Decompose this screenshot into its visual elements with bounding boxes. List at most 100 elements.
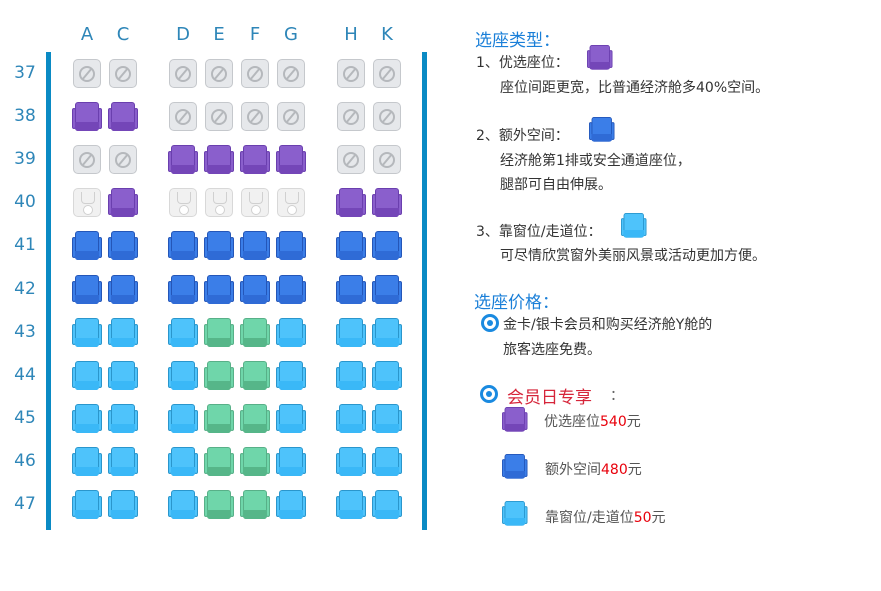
price-item-preferred: 优选座位540元 xyxy=(544,414,641,430)
blocked-icon xyxy=(211,109,227,126)
seat-43G-cyan[interactable] xyxy=(276,317,306,349)
seat-37K-blocked xyxy=(372,59,402,90)
seat-42H-blue[interactable] xyxy=(336,274,366,306)
seat-45E-green[interactable] xyxy=(204,403,234,435)
seat-44F-green[interactable] xyxy=(240,360,270,392)
seat-42A-blue[interactable] xyxy=(72,274,102,306)
seat-47C-cyan[interactable] xyxy=(108,490,138,521)
seat-44K-cyan[interactable] xyxy=(372,360,402,392)
seat-46A-cyan[interactable] xyxy=(72,446,102,478)
seat-41C-blue[interactable] xyxy=(108,231,138,262)
seat-43F-green[interactable] xyxy=(240,317,270,349)
seat-46C-cyan[interactable] xyxy=(108,446,138,478)
seat-46D-cyan[interactable] xyxy=(168,446,198,478)
seat-41F-blue[interactable] xyxy=(240,231,270,262)
seat-47D-cyan[interactable] xyxy=(168,490,198,521)
seat-44H-cyan[interactable] xyxy=(336,360,366,392)
seat-43A-cyan[interactable] xyxy=(72,317,102,349)
seat-41D-blue[interactable] xyxy=(168,231,198,262)
seat-40A-occupied xyxy=(72,188,102,219)
seat-46E-green[interactable] xyxy=(204,446,234,478)
seat-47G-cyan[interactable] xyxy=(276,490,306,521)
seat-40E-occupied xyxy=(204,188,234,219)
seat-45A-cyan[interactable] xyxy=(72,403,102,435)
blocked-icon xyxy=(115,66,131,82)
seat-45F-green[interactable] xyxy=(240,403,270,435)
column-label-A: A xyxy=(80,24,94,45)
seat-37F-blocked xyxy=(240,59,270,90)
legend-item2-label: 2、额外空间： xyxy=(476,128,569,144)
seat-42F-blue[interactable] xyxy=(240,274,270,306)
blocked-icon xyxy=(115,152,131,169)
seat-43C-cyan[interactable] xyxy=(108,317,138,349)
seat-39F-purple[interactable] xyxy=(240,145,270,176)
seat-41K-blue[interactable] xyxy=(372,231,402,262)
seat-45G-cyan[interactable] xyxy=(276,403,306,435)
seat-38F-blocked xyxy=(240,102,270,133)
blocked-icon xyxy=(175,109,191,126)
seat-43D-cyan[interactable] xyxy=(168,317,198,349)
seat-41H-blue[interactable] xyxy=(336,231,366,262)
seat-43E-green[interactable] xyxy=(204,317,234,349)
seat-47A-cyan[interactable] xyxy=(72,490,102,521)
seat-46F-green[interactable] xyxy=(240,446,270,478)
blocked-icon xyxy=(247,66,263,82)
legend-item3-desc: 可尽情欣赏窗外美丽风景或活动更加方便。 xyxy=(500,248,766,264)
column-label-E: E xyxy=(213,24,225,45)
seat-40C-purple[interactable] xyxy=(108,188,138,219)
seat-40H-purple[interactable] xyxy=(336,188,366,219)
row-label: 38 xyxy=(14,106,36,127)
person-icon xyxy=(249,192,263,205)
seat-41E-blue[interactable] xyxy=(204,231,234,262)
seat-45C-cyan[interactable] xyxy=(108,403,138,435)
seat-45D-cyan[interactable] xyxy=(168,403,198,435)
seat-44G-cyan[interactable] xyxy=(276,360,306,392)
seat-47E-green[interactable] xyxy=(204,490,234,521)
seat-39C-blocked xyxy=(108,145,138,176)
seat-42C-blue[interactable] xyxy=(108,274,138,306)
seat-44E-green[interactable] xyxy=(204,360,234,392)
row-label: 42 xyxy=(14,278,36,299)
seat-47H-cyan[interactable] xyxy=(336,490,366,521)
seat-46H-cyan[interactable] xyxy=(336,446,366,478)
radio-icon xyxy=(481,314,499,332)
seat-41A-blue[interactable] xyxy=(72,231,102,262)
seat-42D-blue[interactable] xyxy=(168,274,198,306)
seat-42E-blue[interactable] xyxy=(204,274,234,306)
seat-39A-blocked xyxy=(72,145,102,176)
blocked-icon xyxy=(343,109,359,126)
column-label-H: H xyxy=(344,24,358,45)
seat-46G-cyan[interactable] xyxy=(276,446,306,478)
seat-44A-cyan[interactable] xyxy=(72,360,102,392)
seat-37A-blocked xyxy=(72,59,102,90)
seat-38G-blocked xyxy=(276,102,306,133)
seat-44C-cyan[interactable] xyxy=(108,360,138,392)
seat-38E-blocked xyxy=(204,102,234,133)
seat-39E-purple[interactable] xyxy=(204,145,234,176)
seat-39G-purple[interactable] xyxy=(276,145,306,176)
seat-46K-cyan[interactable] xyxy=(372,446,402,478)
column-label-C: C xyxy=(116,24,130,45)
person-icon xyxy=(177,192,191,205)
seat-42G-blue[interactable] xyxy=(276,274,306,306)
price-item-extra-space: 额外空间480元 xyxy=(545,462,642,478)
purple-seat-icon xyxy=(587,45,613,71)
seat-42K-blue[interactable] xyxy=(372,274,402,306)
seat-38C-purple[interactable] xyxy=(108,102,138,133)
blocked-icon xyxy=(379,152,395,169)
seat-37C-blocked xyxy=(108,59,138,90)
seat-39D-purple[interactable] xyxy=(168,145,198,176)
seat-47K-cyan[interactable] xyxy=(372,490,402,521)
seat-41G-blue[interactable] xyxy=(276,231,306,262)
row-label: 40 xyxy=(14,192,36,213)
seat-45H-cyan[interactable] xyxy=(336,403,366,435)
seat-38D-blocked xyxy=(168,102,198,133)
seat-40K-purple[interactable] xyxy=(372,188,402,219)
seat-43H-cyan[interactable] xyxy=(336,317,366,349)
seat-47F-green[interactable] xyxy=(240,490,270,521)
seat-43K-cyan[interactable] xyxy=(372,317,402,349)
member-day-colon: ： xyxy=(610,388,624,404)
seat-44D-cyan[interactable] xyxy=(168,360,198,392)
seat-45K-cyan[interactable] xyxy=(372,403,402,435)
seat-38A-purple[interactable] xyxy=(72,102,102,133)
